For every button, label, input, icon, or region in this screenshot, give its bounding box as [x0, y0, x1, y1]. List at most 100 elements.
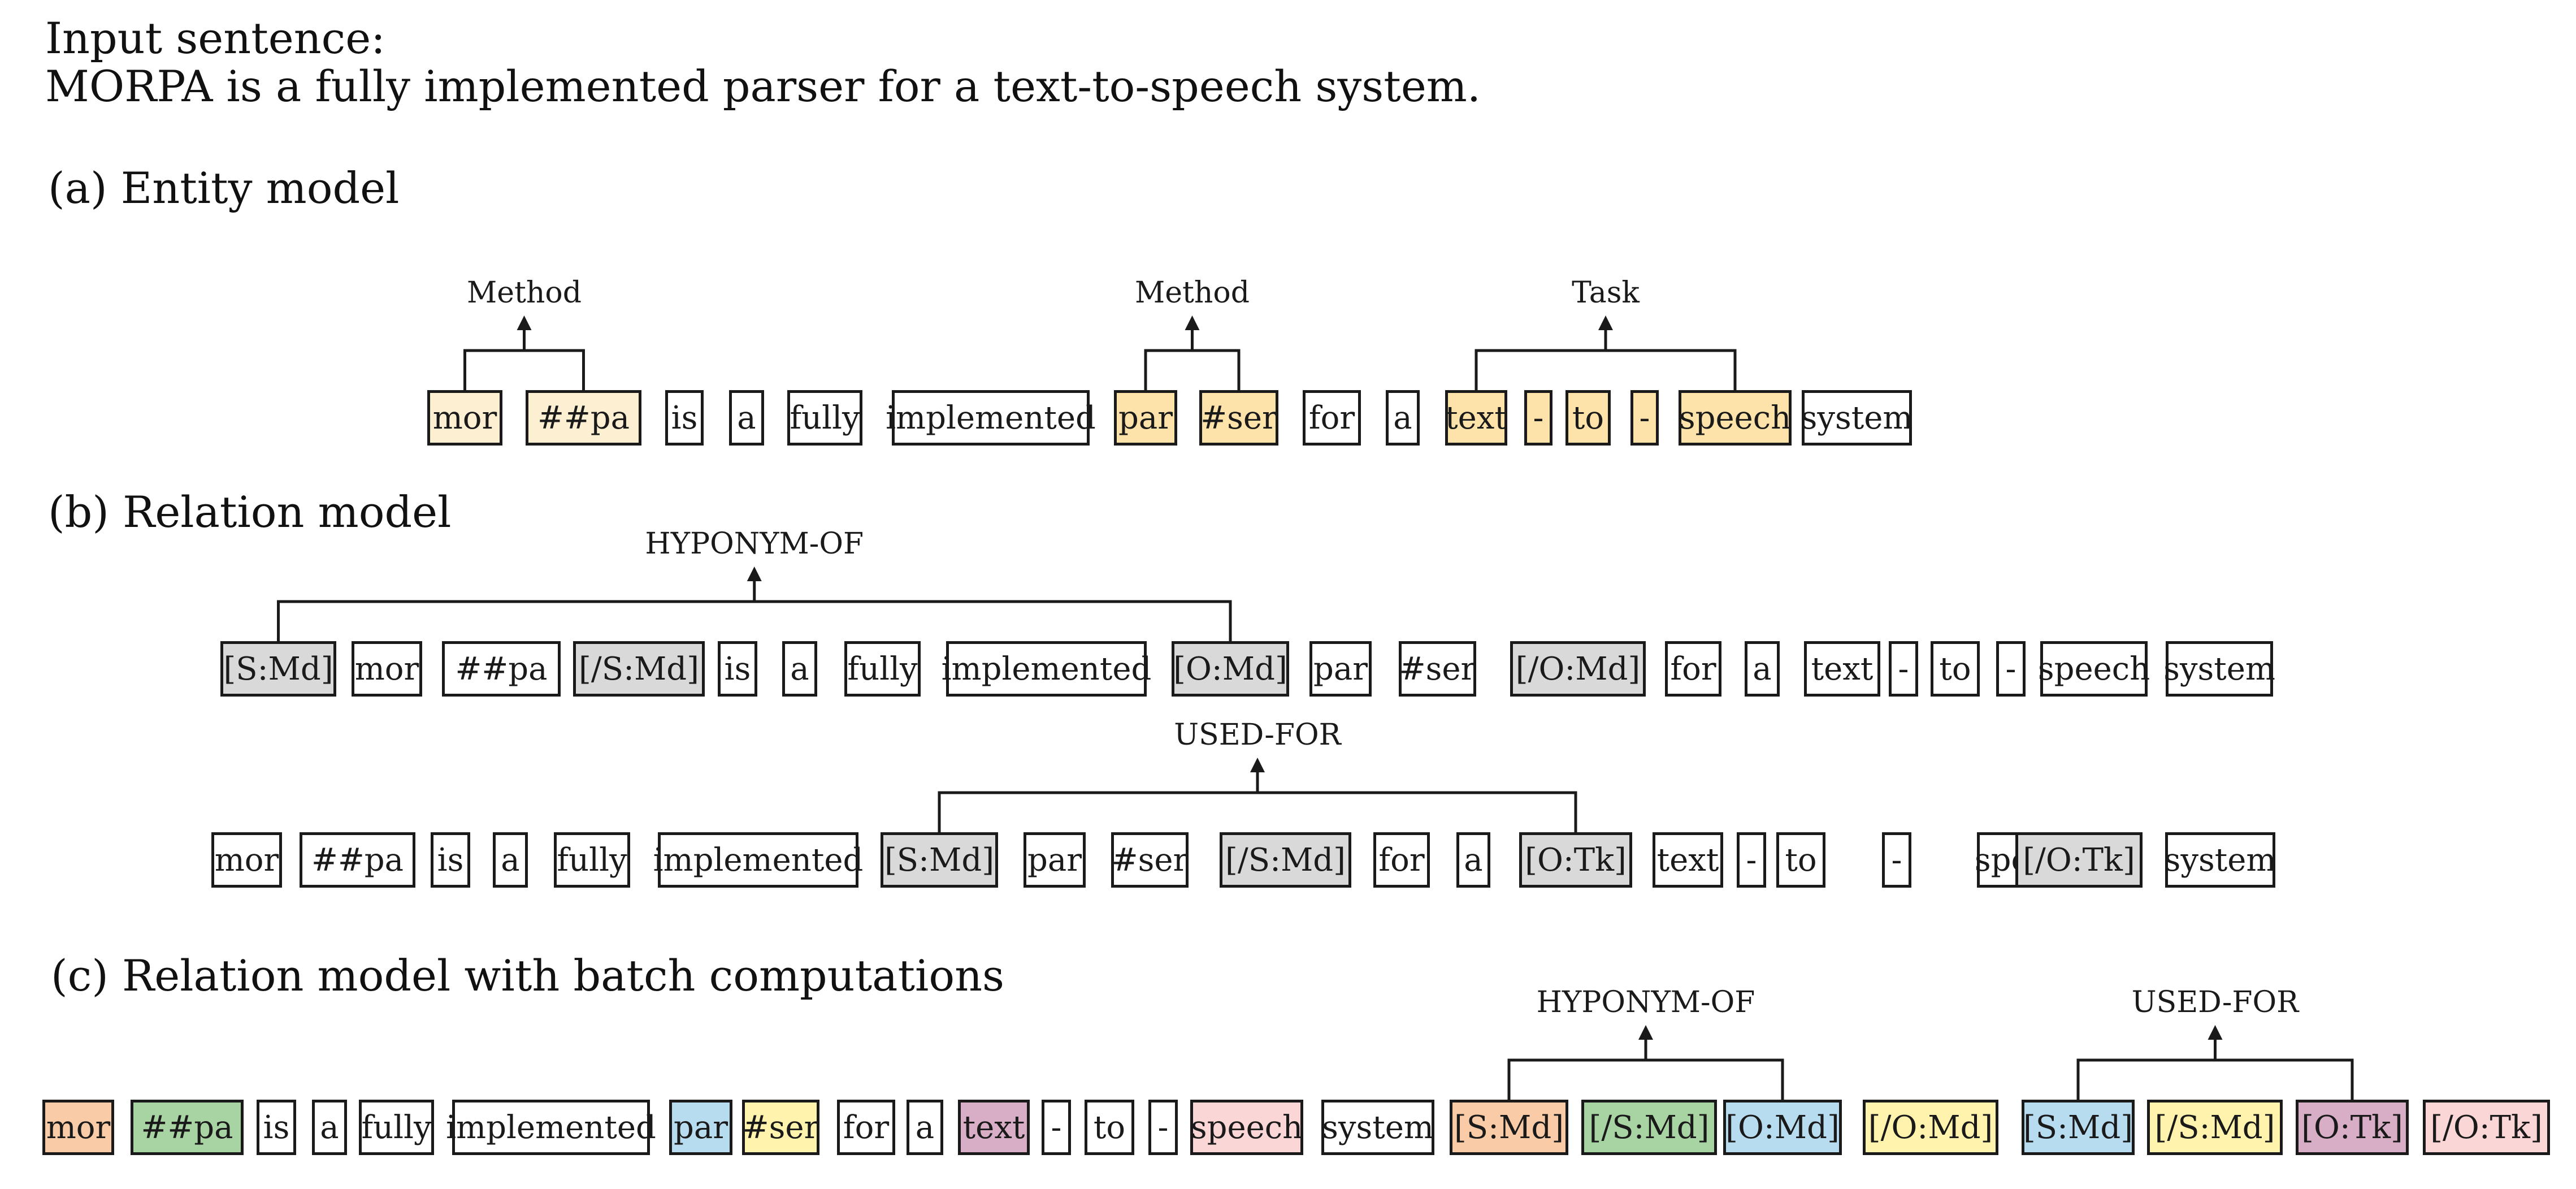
c-token: a — [312, 1100, 347, 1155]
c-arrow-head — [1638, 1025, 1653, 1040]
b2-token: text — [1653, 832, 1723, 888]
c-token: [/S:Md] — [2147, 1100, 2283, 1155]
b2-token: mor — [211, 832, 282, 888]
b2-token: for — [1373, 832, 1430, 888]
b2-token: par — [1024, 832, 1086, 888]
c-token: #ser — [742, 1100, 819, 1155]
a-arrow-head — [517, 315, 532, 330]
b1-token: for — [1665, 641, 1721, 697]
a-token: for — [1303, 390, 1361, 446]
a-token: par — [1114, 390, 1177, 446]
c-token: - — [1148, 1100, 1178, 1155]
b1-token: [S:Md] — [220, 641, 336, 697]
c-relation-bracket — [2076, 1037, 2354, 1100]
input-label: Input sentence: — [45, 13, 385, 63]
c-relation-bracket — [1507, 1037, 1784, 1100]
b1-token: [/O:Md] — [1510, 641, 1646, 697]
section-b-title: (b) Relation model — [48, 487, 452, 537]
c-token: implemented — [446, 1100, 656, 1155]
c-token: text — [958, 1100, 1030, 1155]
a-token: #ser — [1199, 390, 1278, 446]
a-token: - — [1630, 390, 1659, 446]
a-token: - — [1524, 390, 1552, 446]
a-token: a — [729, 390, 764, 446]
c-span-label: USED-FOR — [2131, 985, 2299, 1019]
a-arrow-head — [1598, 315, 1613, 330]
a-span-label: Method — [1135, 276, 1250, 310]
b1-arrow-head — [747, 567, 762, 581]
b1-token: system — [2163, 641, 2275, 697]
b2-relation-bracket — [938, 770, 1577, 832]
c-token: [S:Md] — [2022, 1100, 2135, 1155]
c-token: - — [1042, 1100, 1071, 1155]
b1-relation-bracket — [277, 579, 1232, 641]
a-arrow-head — [1185, 315, 1200, 330]
c-token: system — [1321, 1100, 1434, 1155]
a-token: ##pa — [526, 390, 641, 446]
b1-token: a — [1745, 641, 1780, 697]
c-token: [S:Md] — [1450, 1100, 1568, 1155]
c-span-label: HYPONYM-OF — [1536, 985, 1755, 1019]
b2-token: ##pa — [300, 832, 415, 888]
b2-token: fully — [554, 832, 630, 888]
a-relation-bracket — [1144, 328, 1241, 390]
b1-token: [/S:Md] — [573, 641, 705, 697]
section-a-title: (a) Entity model — [48, 163, 400, 213]
a-token: implemented — [886, 390, 1096, 446]
c-token: to — [1085, 1100, 1134, 1155]
c-token: mor — [42, 1100, 114, 1155]
b1-token: fully — [844, 641, 921, 697]
b2-token: implemented — [653, 832, 863, 888]
b2-token: to — [1776, 832, 1825, 888]
b2-token: a — [1456, 832, 1490, 888]
b2-token: [/O:Tk] — [2015, 832, 2143, 888]
a-token: system — [1801, 390, 1913, 446]
b1-span-label: HYPONYM-OF — [645, 527, 864, 561]
c-token: a — [907, 1100, 943, 1155]
b2-token: [O:Tk] — [1519, 832, 1632, 888]
b2-token: system — [2165, 832, 2276, 888]
b1-token: a — [782, 641, 817, 697]
b1-token: mor — [352, 641, 422, 697]
c-token: for — [837, 1100, 895, 1155]
b2-token: - — [1737, 832, 1766, 888]
a-token: speech — [1679, 390, 1792, 446]
a-relation-bracket — [1475, 328, 1737, 390]
a-token: a — [1386, 390, 1420, 446]
c-token: [/O:Md] — [1863, 1100, 1998, 1155]
b1-token: is — [718, 641, 757, 697]
a-span-label: Task — [1572, 276, 1640, 310]
b1-token: - — [1996, 641, 2026, 697]
c-token: fully — [359, 1100, 434, 1155]
b1-token: speech — [2038, 641, 2150, 697]
b2-arrow-head — [1250, 758, 1265, 772]
input-sentence: MORPA is a fully implemented parser for … — [45, 61, 1481, 111]
c-token: ##pa — [131, 1100, 244, 1155]
a-token: is — [665, 390, 704, 446]
b1-token: text — [1804, 641, 1880, 697]
b1-token: to — [1931, 641, 1980, 697]
c-token: [/S:Md] — [1581, 1100, 1717, 1155]
a-token: fully — [787, 390, 862, 446]
b1-token: ##pa — [442, 641, 561, 697]
b2-span-label: USED-FOR — [1174, 718, 1341, 752]
section-c-title: (c) Relation model with batch computatio… — [51, 950, 1005, 1001]
c-token: is — [257, 1100, 296, 1155]
b2-token: [/S:Md] — [1220, 832, 1351, 888]
b2-token: #ser — [1111, 832, 1189, 888]
a-span-label: Method — [467, 276, 582, 310]
b2-token: is — [431, 832, 470, 888]
c-token: [O:Tk] — [2296, 1100, 2409, 1155]
a-token: to — [1565, 390, 1611, 446]
c-arrow-head — [2208, 1025, 2223, 1040]
b1-token: #ser — [1399, 641, 1476, 697]
c-token: par — [669, 1100, 732, 1155]
a-relation-bracket — [463, 328, 585, 390]
b1-token: implemented — [942, 641, 1151, 697]
a-token: text — [1445, 390, 1507, 446]
c-token: [/O:Tk] — [2423, 1100, 2550, 1155]
a-token: mor — [427, 390, 502, 446]
c-token: [O:Md] — [1723, 1100, 1842, 1155]
